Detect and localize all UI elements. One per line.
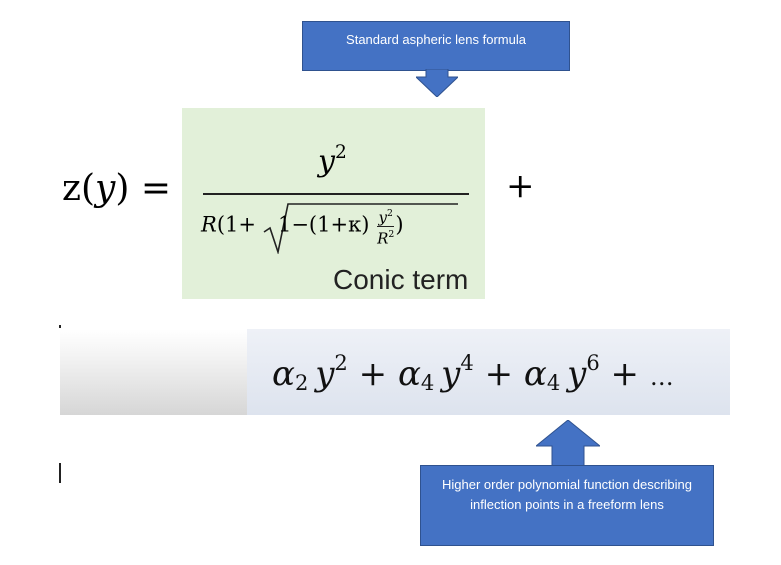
term2-sub: 4 <box>420 370 435 396</box>
lhs-y: y <box>95 168 116 209</box>
op1: + <box>358 353 388 394</box>
callout-higher-order: Higher order polynomial function describ… <box>420 465 714 546</box>
term1-var: y <box>315 353 335 394</box>
term1-sub: 2 <box>294 370 309 396</box>
term3-sub: 4 <box>546 370 561 396</box>
fraction-denominator: R(1+1−(1+κ) y2 R2 ) <box>201 206 404 246</box>
formula-lhs: z(y) = <box>62 168 171 209</box>
den-R: R <box>201 212 217 237</box>
text-cursor <box>59 325 61 328</box>
arrow-down-icon <box>416 69 458 97</box>
term3-coef: α <box>523 353 547 394</box>
ellipsis: … <box>649 362 674 391</box>
callout-bottom-text: Higher order polynomial function describ… <box>441 477 693 512</box>
numerator-y: y <box>318 144 335 180</box>
text-cursor <box>59 463 61 483</box>
lhs-z: z( <box>62 168 96 209</box>
den-small-fraction: y2 R2 <box>377 206 395 247</box>
den-open: (1+ <box>216 212 256 237</box>
term2-coef: α <box>397 353 421 394</box>
op3: + <box>610 353 640 394</box>
small-y: y <box>378 208 387 227</box>
arrow-up-icon <box>536 420 600 466</box>
fraction-numerator: y2 <box>318 142 347 179</box>
den-inner: 1−(1+κ) <box>277 212 370 237</box>
term1-exp: 2 <box>334 350 348 375</box>
term2-var: y <box>441 353 461 394</box>
lhs-close: ) = <box>115 168 172 209</box>
polynomial-box <box>247 329 730 415</box>
plus-sign: + <box>506 166 535 206</box>
conic-term-label: Conic term <box>333 264 469 295</box>
sqrt-radical-icon <box>263 203 458 254</box>
den-close: ) <box>395 212 404 237</box>
small-R: R <box>377 229 389 247</box>
small-R-exp: 2 <box>388 228 395 240</box>
fraction-bar <box>203 193 469 195</box>
term3-exp: 6 <box>586 350 600 375</box>
numerator-exp: 2 <box>334 142 347 163</box>
callout-top-text: Standard aspheric lens formula <box>346 32 526 47</box>
term1-coef: α <box>272 353 295 394</box>
op2: + <box>484 353 514 394</box>
small-y-exp: 2 <box>386 208 393 219</box>
term2-exp: 4 <box>460 350 474 375</box>
polynomial-expression: α2 y2 + α4 y4 + α4 y6 + … <box>272 350 674 395</box>
term3-var: y <box>567 353 587 394</box>
callout-standard-aspheric: Standard aspheric lens formula <box>302 21 570 71</box>
